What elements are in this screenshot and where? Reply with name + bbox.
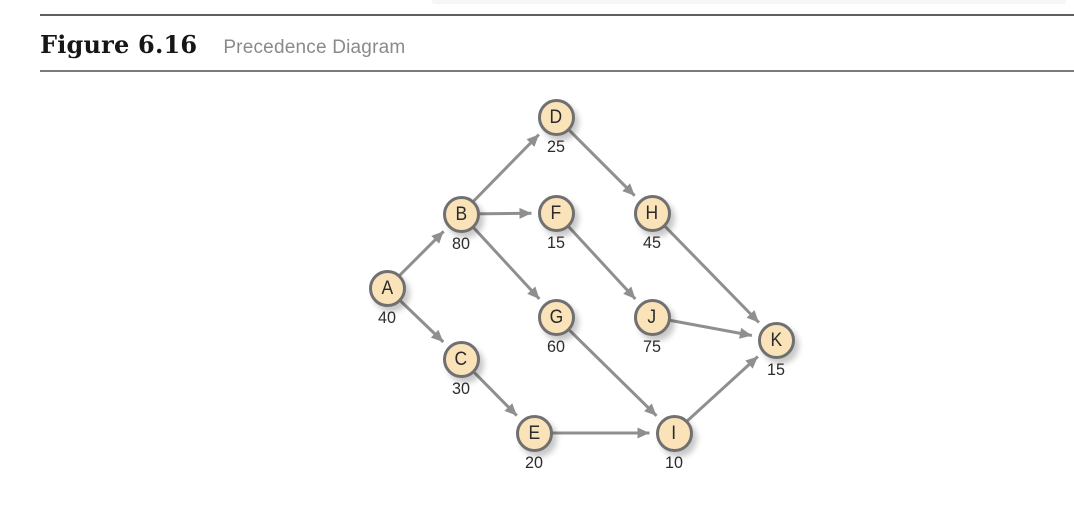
node-duration-G: 60: [547, 336, 565, 356]
node-F: F: [537, 194, 575, 232]
node-C: C: [442, 340, 480, 378]
node-G: G: [537, 298, 575, 336]
figure-header: Figure 6.16 Precedence Diagram: [40, 30, 1074, 59]
node-letter-A: A: [381, 277, 393, 299]
node-A: A: [368, 269, 406, 307]
node-duration-H: 45: [643, 232, 661, 252]
node-H: H: [633, 194, 671, 232]
edge-G-I: [554, 315, 658, 417]
node-duration-K: 15: [767, 359, 785, 379]
node-letter-B: B: [455, 203, 467, 225]
node-duration-J: 75: [643, 336, 661, 356]
node-duration-C: 30: [452, 378, 470, 398]
node-letter-J: J: [647, 306, 657, 328]
node-letter-C: C: [454, 348, 468, 370]
node-duration-E: 20: [525, 452, 543, 472]
page-edge-shadow: [432, 0, 1066, 4]
top-rule: [40, 14, 1074, 16]
node-letter-D: D: [549, 106, 563, 128]
edge-H-K: [650, 211, 760, 324]
edge-B-G: [459, 212, 541, 301]
node-E: E: [515, 414, 553, 452]
node-letter-H: H: [645, 202, 659, 224]
node-I: I: [655, 414, 693, 452]
node-letter-K: K: [770, 329, 782, 351]
node-duration-I: 10: [665, 452, 683, 472]
node-duration-B: 80: [452, 233, 470, 253]
node-duration-D: 25: [547, 136, 565, 156]
node-letter-G: G: [549, 306, 563, 328]
node-letter-E: E: [528, 422, 540, 444]
edge-F-J: [554, 211, 637, 301]
node-letter-F: F: [550, 202, 562, 224]
figure-label: Figure 6.16: [40, 30, 198, 59]
node-J: J: [633, 298, 671, 336]
node-D: D: [537, 98, 575, 136]
node-duration-F: 15: [547, 232, 565, 252]
node-B: B: [442, 195, 480, 233]
node-letter-I: I: [671, 422, 677, 444]
node-K: K: [757, 321, 795, 359]
figure-title: Precedence Diagram: [223, 37, 406, 58]
node-duration-A: 40: [378, 307, 396, 327]
header-rule: [40, 70, 1074, 72]
